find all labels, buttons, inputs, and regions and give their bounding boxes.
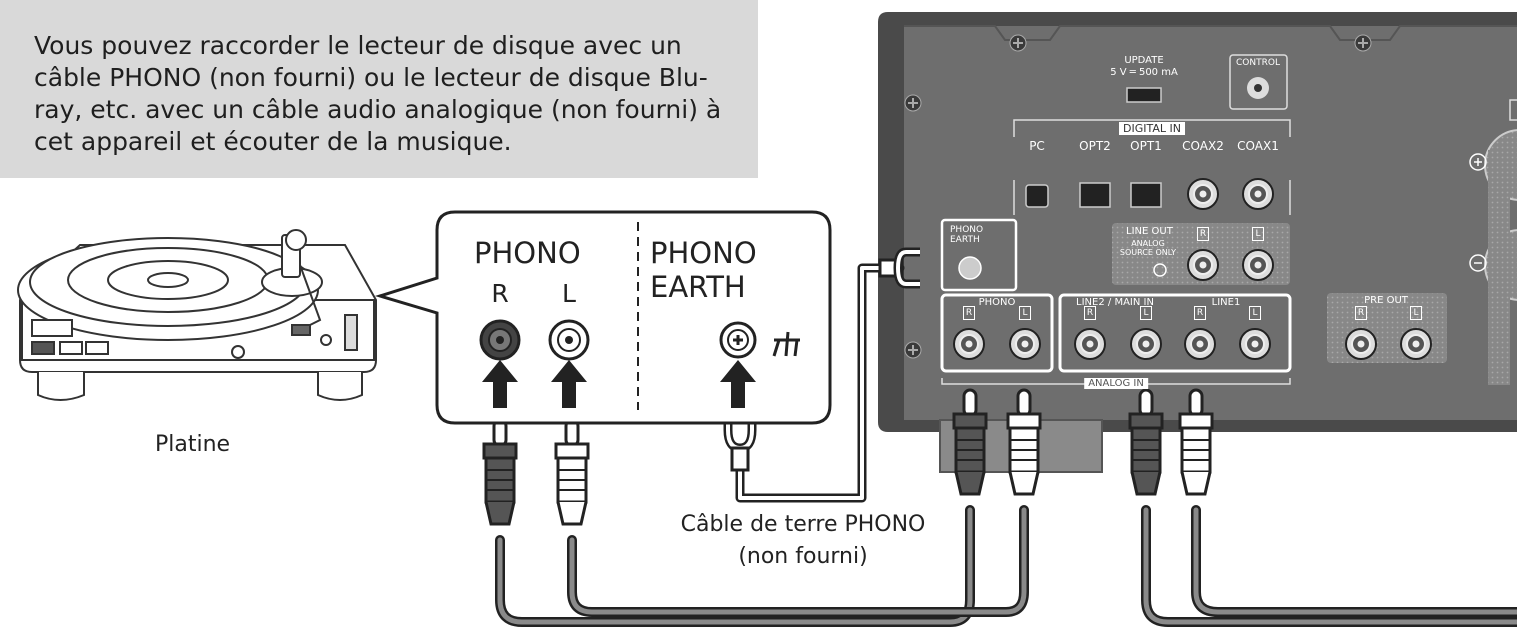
channel-badge-r: R	[1197, 227, 1209, 241]
rca-jack-icon	[1184, 328, 1216, 360]
line1-label: LINE1	[1211, 297, 1241, 308]
rca-jack-icon	[1400, 328, 1432, 360]
rca-jack-icon	[1345, 328, 1377, 360]
channel-badge-l: L	[1140, 306, 1152, 320]
callout-l-label: L	[562, 279, 576, 308]
rca-jack-icon	[1009, 328, 1041, 360]
rca-plug-icon	[482, 418, 518, 526]
rca-jack-icon	[953, 328, 985, 360]
phono-earth-terminal-icon	[958, 256, 982, 280]
callout-bubble	[374, 210, 832, 425]
callout-r-label: R	[491, 279, 509, 308]
channel-badge-l: L	[1019, 306, 1031, 320]
rca-plug-icon	[554, 418, 590, 526]
channel-badge-l: L	[1249, 306, 1261, 320]
line-out-label: LINE OUT	[1126, 226, 1173, 237]
ground-lug-panel	[878, 247, 920, 289]
digital-in-label: DIGITAL IN	[1119, 122, 1185, 135]
rca-jack-icon	[1074, 328, 1106, 360]
line2-main-in-label: LINE2 / MAIN IN	[1076, 297, 1154, 308]
rca-jack-icon	[1242, 178, 1274, 210]
rca-jack-icon	[1130, 328, 1162, 360]
ground-lug-loose	[723, 420, 757, 472]
rca-jacks	[953, 178, 1432, 360]
rca-jack-icon	[1187, 178, 1219, 210]
arrow-icons	[482, 360, 756, 408]
digital-port-coax2: COAX2	[1182, 139, 1224, 153]
rca-plug-icon	[1178, 388, 1214, 496]
rca-plug-icon	[1006, 388, 1042, 496]
opt2-port-icon	[1079, 182, 1111, 208]
control-label: CONTROL	[1236, 58, 1280, 68]
line-out-note-1: ANALOG	[1131, 239, 1165, 248]
update-label: UPDATE	[1124, 55, 1164, 66]
rca-plug-icon	[1128, 388, 1164, 496]
callout-phono-earth-label-2: EARTH	[650, 270, 746, 304]
digital-port-opt2: OPT2	[1079, 139, 1111, 153]
rca-jack-icon	[1242, 249, 1274, 281]
intro-text: Vous pouvez raccorder le lecteur de disq…	[34, 31, 722, 156]
update-spec-label: 5 V ═ 500 mA	[1110, 67, 1178, 78]
ground-symbol-icon	[772, 331, 800, 357]
rca-jack-icon	[1187, 249, 1219, 281]
digital-port-pc: PC	[1029, 139, 1045, 153]
intro-box: Vous pouvez raccorder le lecteur de disq…	[0, 0, 758, 178]
rear-panel	[878, 12, 1517, 473]
opt1-port-icon	[1130, 182, 1162, 208]
turntable-illustration	[17, 229, 377, 401]
panel-phono-earth-label-1: PHONO	[950, 225, 984, 235]
ground-cable-caption-2: (non fourni)	[738, 544, 868, 569]
channel-badge-l: L	[1410, 306, 1422, 320]
rca-plugs	[482, 388, 1214, 526]
ground-cable-caption-1: Câble de terre PHONO	[680, 512, 926, 537]
callout-phono-label: PHONO	[474, 236, 581, 270]
turntable-caption: Platine	[155, 432, 231, 457]
channel-badge-r: R	[1084, 306, 1096, 320]
channel-badge-r: R	[1355, 306, 1367, 320]
line-out-note-2: SOURCE ONLY	[1119, 248, 1177, 257]
pre-out-label: PRE OUT	[1364, 295, 1408, 306]
panel-phono-label: PHONO	[978, 297, 1016, 308]
callout-phono-earth-label-1: PHONO	[650, 236, 757, 270]
digital-port-coax1: COAX1	[1237, 139, 1279, 153]
digital-port-opt1: OPT1	[1130, 139, 1162, 153]
pc-usb-b-icon	[1025, 184, 1049, 208]
analog-in-label: ANALOG IN	[1084, 378, 1148, 389]
rca-jack-icon	[1239, 328, 1271, 360]
panel-phono-earth-label-2: EARTH	[950, 235, 980, 245]
channel-badge-l: L	[1252, 227, 1264, 241]
rca-plug-icon	[952, 388, 988, 496]
cables	[495, 263, 1517, 627]
usb-port-icon	[1126, 87, 1162, 103]
channel-badge-r: R	[963, 306, 975, 320]
channel-badge-r: R	[1194, 306, 1206, 320]
